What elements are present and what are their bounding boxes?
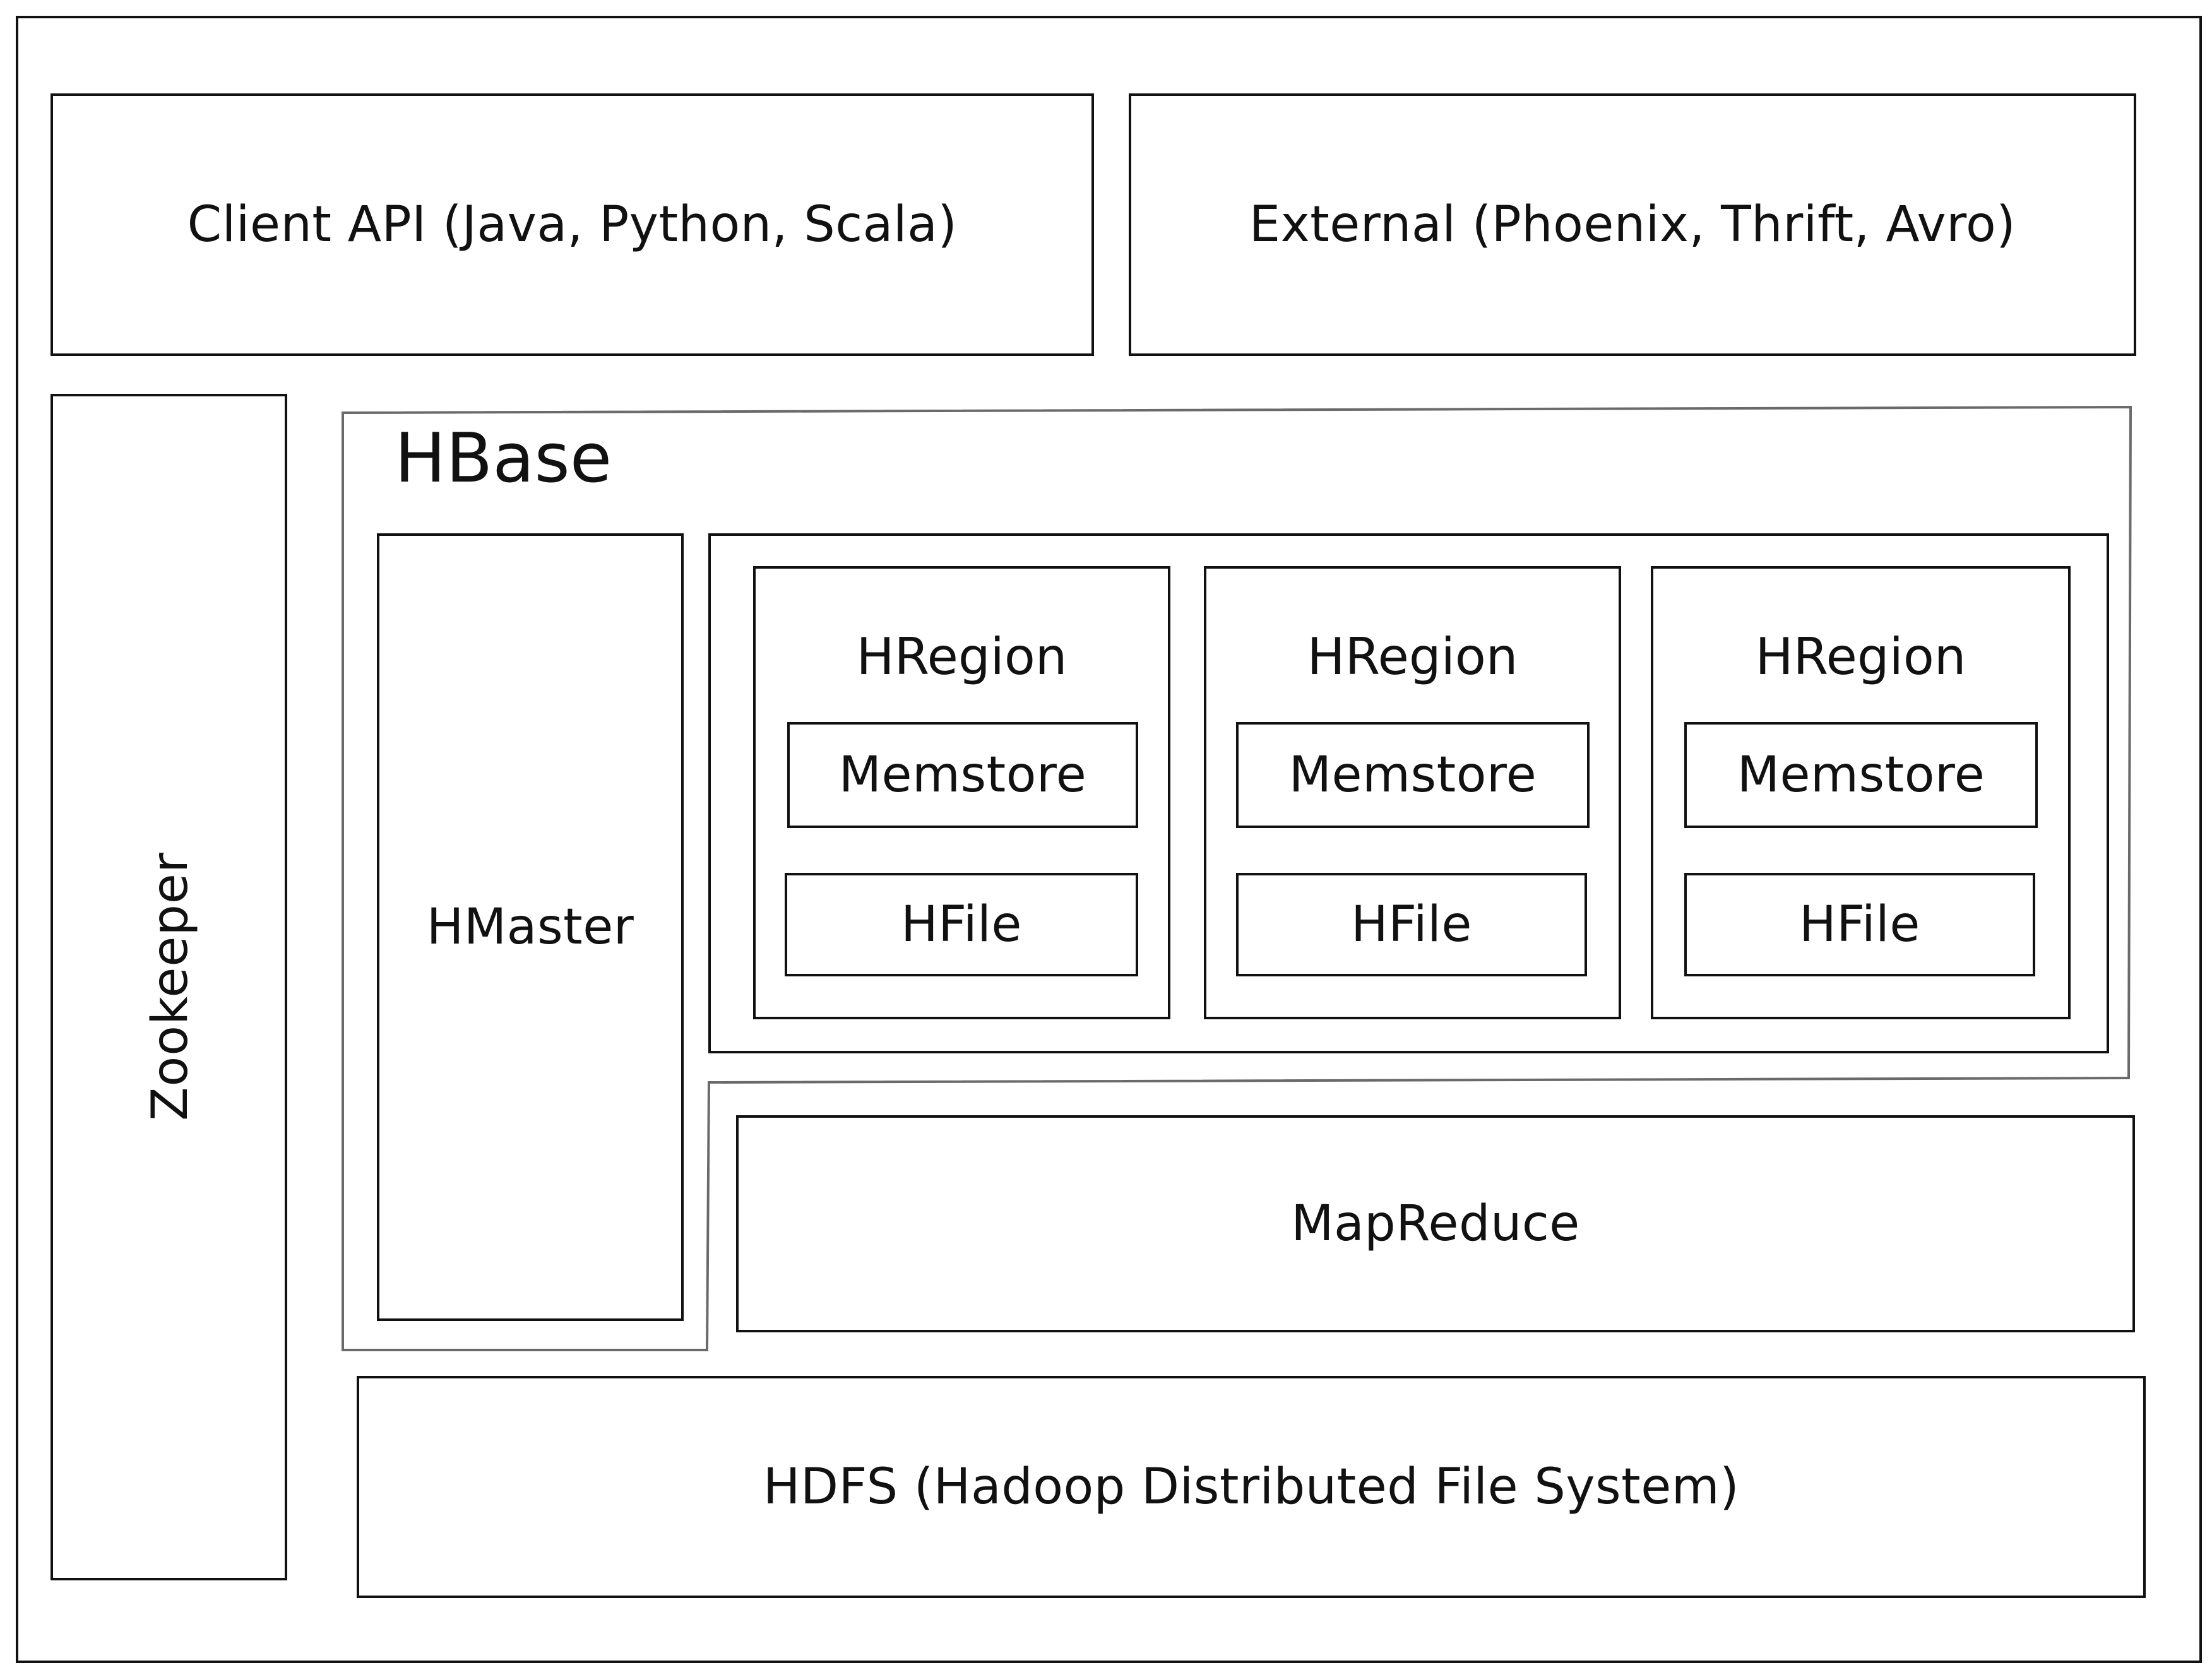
- zookeeper-box: [51, 394, 287, 1580]
- external-box: External (Phoenix, Thrift, Avro): [1129, 93, 2136, 356]
- hbase-title: HBase: [395, 419, 612, 498]
- hdfs-box: HDFS (Hadoop Distributed File System): [357, 1376, 2146, 1598]
- zookeeper-label: Zookeeper: [142, 852, 199, 1121]
- memstore-box: Memstore: [1684, 722, 2038, 828]
- hmaster-label: HMaster: [426, 899, 634, 956]
- external-label: External (Phoenix, Thrift, Avro): [1249, 196, 2016, 253]
- memstore-label: Memstore: [1288, 747, 1537, 803]
- client-api-box: Client API (Java, Python, Scala): [51, 93, 1094, 356]
- client-api-label: Client API (Java, Python, Scala): [187, 196, 958, 253]
- hregion-title: HRegion: [1307, 627, 1518, 686]
- memstore-box: Memstore: [787, 722, 1138, 828]
- memstore-label: Memstore: [1737, 747, 1985, 803]
- hfile-box: HFile: [1236, 873, 1587, 976]
- hfile-label: HFile: [1351, 896, 1472, 953]
- hfile-label: HFile: [1799, 896, 1920, 953]
- mapreduce-label: MapReduce: [1291, 1195, 1580, 1252]
- hfile-label: HFile: [901, 896, 1022, 953]
- hfile-box: HFile: [785, 873, 1138, 976]
- memstore-box: Memstore: [1236, 722, 1590, 828]
- memstore-label: Memstore: [838, 747, 1087, 803]
- hdfs-label: HDFS (Hadoop Distributed File System): [763, 1459, 1740, 1515]
- hregion-title: HRegion: [1755, 627, 1966, 686]
- hmaster-box: HMaster: [377, 533, 684, 1321]
- mapreduce-box: MapReduce: [736, 1115, 2135, 1332]
- hfile-box: HFile: [1684, 873, 2035, 976]
- outer-frame: [16, 16, 2202, 1663]
- hregion-title: HRegion: [856, 627, 1067, 686]
